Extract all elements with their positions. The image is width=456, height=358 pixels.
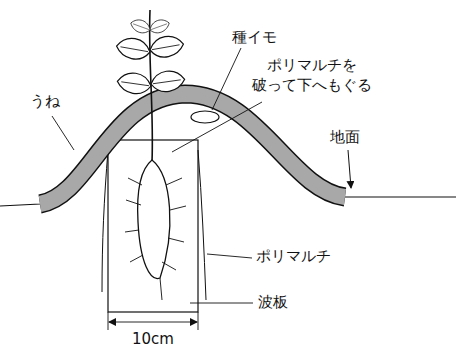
leader-lines xyxy=(52,48,262,303)
poly-mulch xyxy=(198,150,206,300)
part-label: 種イモ xyxy=(232,28,277,48)
dimension-line xyxy=(108,312,198,330)
part-label: ポリマルチ xyxy=(256,247,331,267)
ridge-band xyxy=(40,94,345,204)
roots xyxy=(125,178,186,300)
corrugated-sheet xyxy=(108,140,198,312)
leaves xyxy=(115,17,186,96)
part-label: 地面 xyxy=(330,128,360,148)
ground-arrow xyxy=(348,150,351,188)
tuber xyxy=(138,160,170,279)
ground-line xyxy=(0,94,456,206)
part-label: うね xyxy=(30,92,60,112)
seed-potato xyxy=(191,111,219,123)
part-label: 波板 xyxy=(258,293,288,313)
poly-mulch xyxy=(102,150,108,292)
ridge-band-outline xyxy=(40,94,345,204)
dimension-label: 10cm xyxy=(132,330,174,350)
callout-note: ポリマルチを 破って下へもぐる xyxy=(246,56,378,95)
